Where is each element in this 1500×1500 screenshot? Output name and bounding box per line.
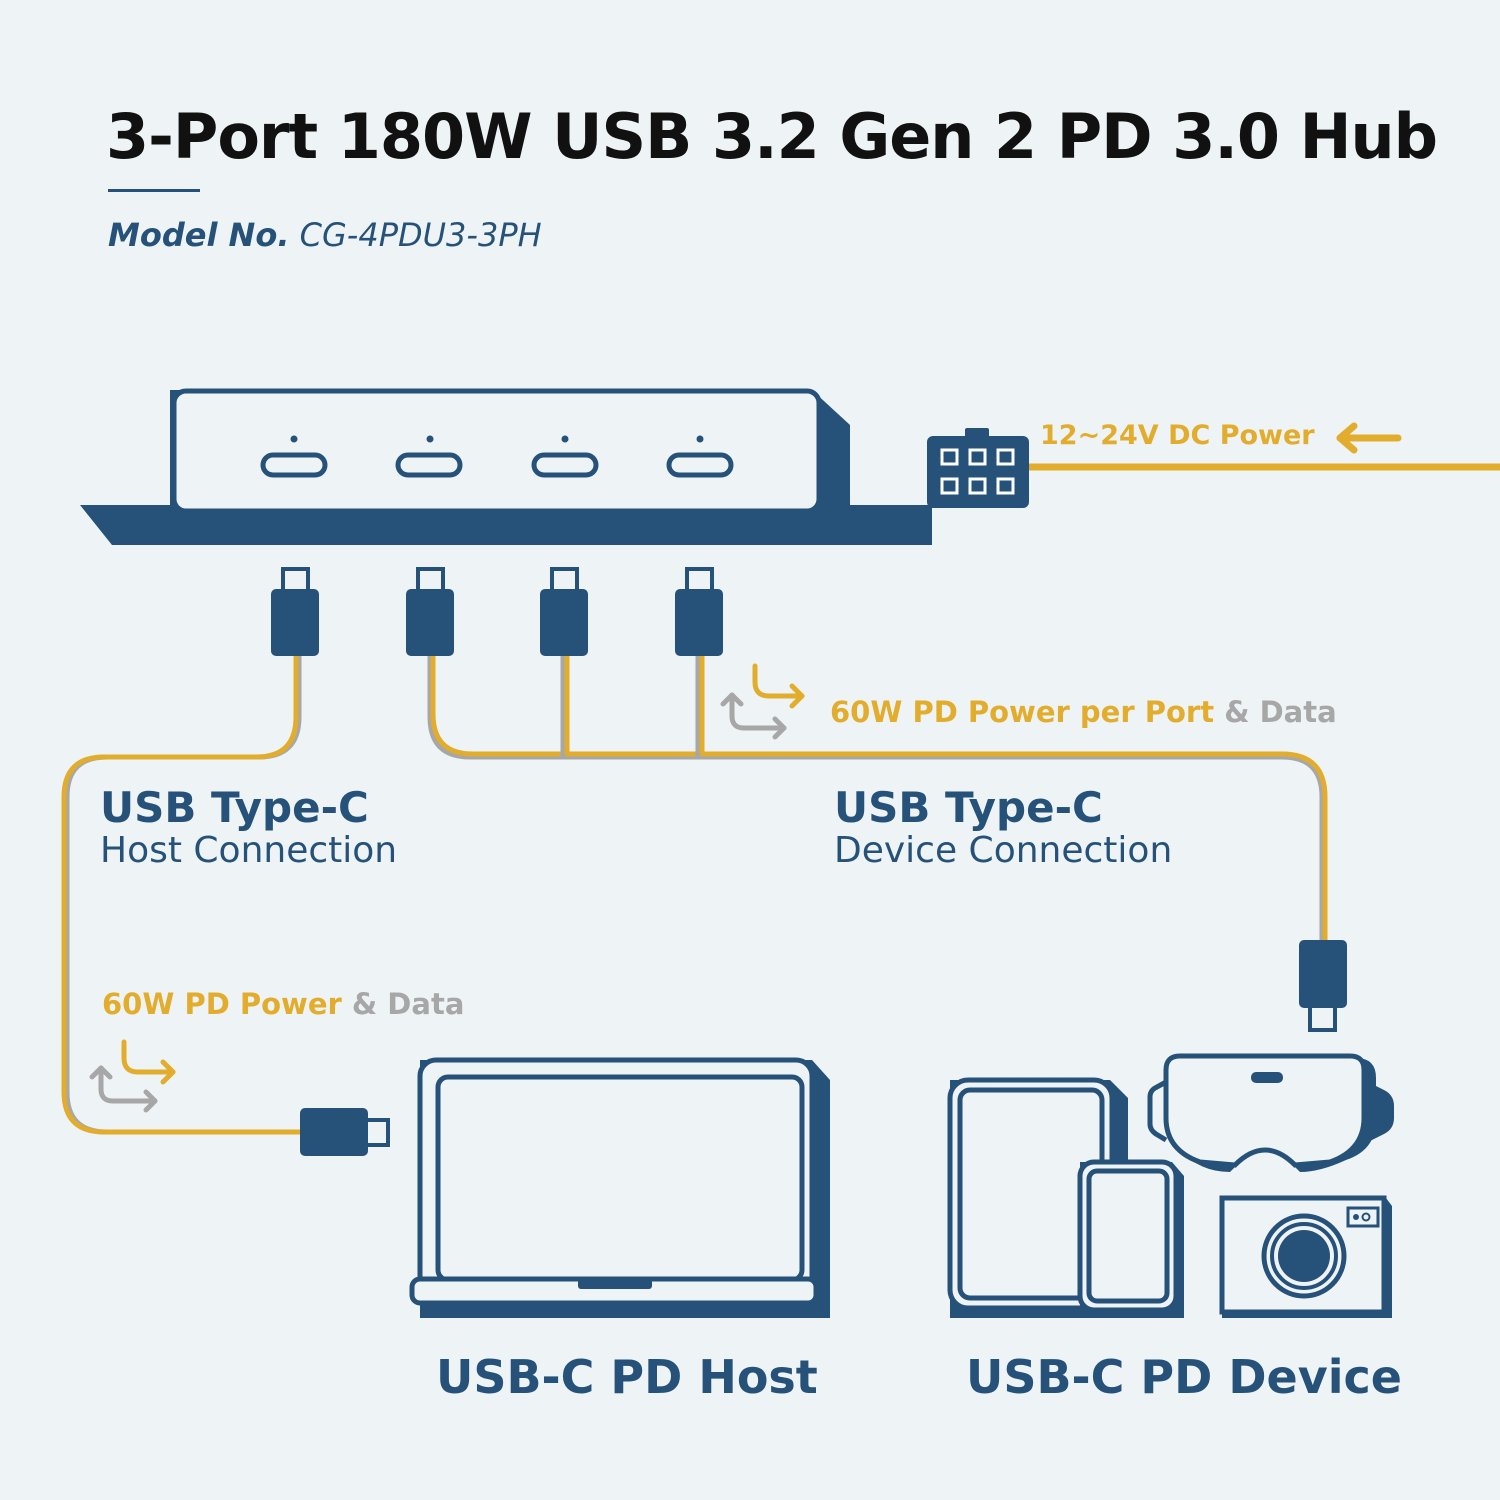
device-power-label: 60W PD Power per Port bbox=[830, 695, 1215, 729]
host-data-label: & Data bbox=[351, 987, 465, 1021]
usb-c-plug-icon bbox=[1299, 940, 1347, 1032]
page-title: 3-Port 180W USB 3.2 Gen 2 PD 3.0 Hub bbox=[106, 100, 1438, 173]
host-device-label: USB-C PD Host bbox=[436, 1350, 818, 1404]
usb-c-plug-icon bbox=[271, 567, 723, 656]
device-connection-subtitle: Device Connection bbox=[834, 830, 1173, 871]
model-number-label: Model No. bbox=[108, 216, 290, 254]
device-cable bbox=[427, 655, 1328, 945]
host-connection-title: USB Type-C bbox=[100, 783, 369, 832]
host-power-label: 60W PD Power bbox=[102, 987, 342, 1021]
host-connection-subtitle: Host Connection bbox=[100, 830, 398, 871]
model-number-value: CG-4PDU3-3PH bbox=[299, 216, 542, 254]
vr-headset-icon bbox=[1147, 1053, 1394, 1172]
pd-device-label: USB-C PD Device bbox=[966, 1350, 1402, 1404]
device-data-label: & Data bbox=[1224, 695, 1337, 729]
power-data-arrows-icon bbox=[720, 663, 805, 740]
laptop-icon bbox=[409, 1057, 830, 1318]
host-cable bbox=[61, 655, 308, 1135]
dc-power-label: 12~24V DC Power bbox=[1040, 420, 1315, 451]
usb-c-plug-icon bbox=[300, 1108, 390, 1156]
camera-icon bbox=[1219, 1195, 1392, 1318]
host-power-data-label: 60W PD Power & Data bbox=[102, 987, 464, 1021]
arrow-left-icon bbox=[1336, 422, 1402, 454]
title-divider bbox=[108, 189, 200, 192]
device-connection-title: USB Type-C bbox=[834, 783, 1103, 832]
model-number: Model No. CG-4PDU3-3PH bbox=[108, 216, 542, 254]
device-power-data-label: 60W PD Power per Port & Data bbox=[830, 695, 1337, 729]
usb-c-port-icon bbox=[290, 435, 704, 443]
phone-icon bbox=[1077, 1159, 1184, 1318]
dc-power-connector-icon bbox=[927, 428, 1500, 508]
power-data-arrows-icon bbox=[89, 1039, 176, 1113]
hub-icon bbox=[80, 388, 932, 545]
